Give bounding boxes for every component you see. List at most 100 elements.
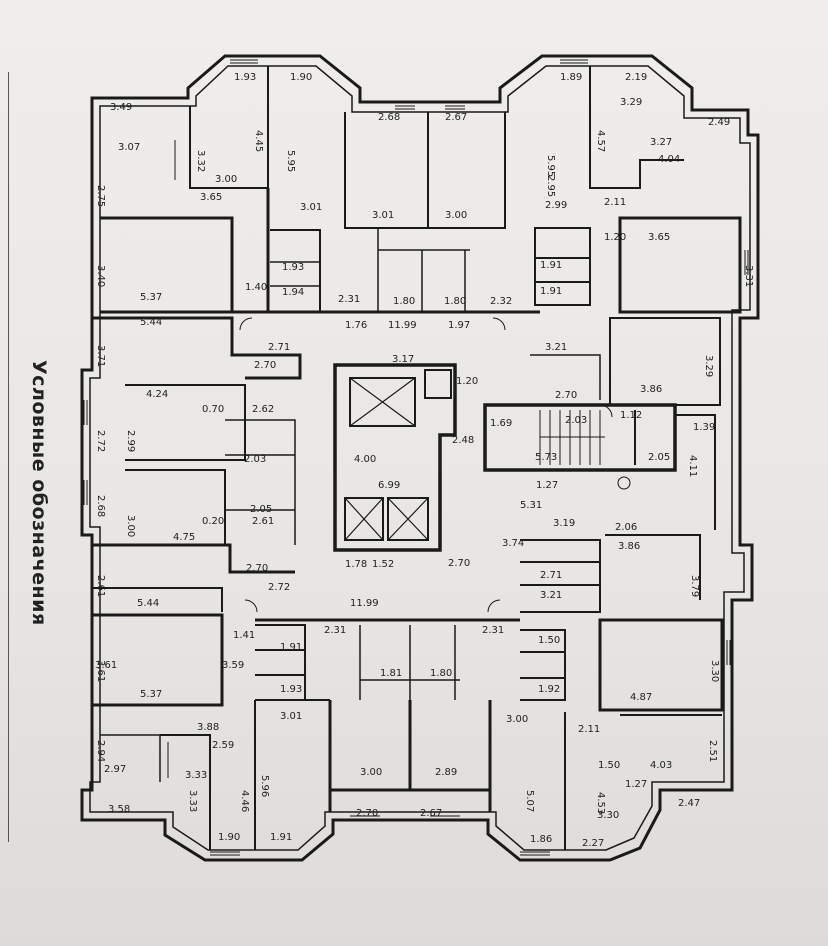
- dimension-label: 3.00: [360, 767, 382, 778]
- dimension-label: 1.20: [456, 376, 478, 387]
- dimension-label: 3.32: [195, 150, 206, 172]
- dimension-label: 3.19: [553, 518, 575, 529]
- dimension-label: 1.90: [218, 832, 240, 843]
- dimension-label: 2.70: [246, 563, 268, 574]
- stairwell: [483, 403, 677, 472]
- dimension-label: 3.49: [110, 102, 132, 113]
- dimension-label: 4.45: [253, 130, 264, 152]
- dimension-label: 4.24: [146, 389, 168, 400]
- dimension-label: 1.27: [625, 779, 647, 790]
- dimension-label: 1.86: [530, 834, 552, 845]
- dimension-label: 3.27: [650, 137, 672, 148]
- dimension-label: 3.01: [280, 711, 302, 722]
- dimension-label: 5.95: [285, 150, 296, 172]
- dimension-label: 5.07: [524, 790, 535, 812]
- dimension-label: 2.31: [482, 625, 504, 636]
- dimension-label: 2.68: [378, 112, 400, 123]
- dimension-label: 2.59: [212, 740, 234, 751]
- wall: [520, 629, 566, 701]
- dimension-label: 3.07: [118, 142, 140, 153]
- elevator-core: [333, 363, 457, 552]
- dimension-label: 1.93: [280, 684, 302, 695]
- dimension-label: 2.03: [565, 415, 587, 426]
- dimension-label: 5.37: [140, 292, 162, 303]
- dimension-label: 2.11: [578, 724, 600, 735]
- dimension-label: 2.49: [708, 117, 730, 128]
- dimension-label: 2.71: [540, 570, 562, 581]
- dimension-label: 3.00: [125, 515, 136, 537]
- dimension-label: 6.99: [378, 480, 400, 491]
- wall: [92, 587, 223, 612]
- dimension-label: 2.06: [615, 522, 637, 533]
- windows: [83, 59, 749, 856]
- dimension-label: 3.88: [197, 722, 219, 733]
- dimension-label: 1.52: [372, 559, 394, 570]
- wall: [92, 543, 295, 574]
- dimension-label: 3.31: [743, 265, 754, 287]
- wall: [609, 317, 721, 406]
- dimension-label: 2.31: [338, 294, 360, 305]
- dimension-label: 3.71: [95, 345, 106, 367]
- dimension-label: 3.59: [222, 660, 244, 671]
- dimension-label: 4.00: [354, 454, 376, 465]
- dimension-label: 4.53: [595, 792, 606, 814]
- dimension-label: 2.03: [244, 454, 266, 465]
- dimension-label: 2.47: [678, 798, 700, 809]
- dimension-label: 3.17: [392, 354, 414, 365]
- dimension-label: 5.95: [545, 155, 556, 177]
- dimension-label: 3.86: [640, 384, 662, 395]
- wall: [254, 699, 330, 850]
- dimension-label: 1.80: [393, 296, 415, 307]
- dimension-label: 0.70: [202, 404, 224, 415]
- dimension-label: 2.70: [448, 558, 470, 569]
- dimension-label: 3.40: [95, 265, 106, 287]
- dimension-label: 1.40: [245, 282, 267, 293]
- dimension-label: 1.20: [604, 232, 626, 243]
- dimension-label: 3.61: [95, 660, 106, 682]
- dimension-label: 2.61: [252, 516, 274, 527]
- dimension-label: 4.57: [595, 130, 606, 152]
- dimension-label: 3.29: [620, 97, 642, 108]
- wall: [100, 734, 161, 782]
- dimension-label: 2.95: [545, 175, 556, 197]
- wall: [189, 66, 269, 189]
- legend-title: Условные обозначения: [28, 360, 50, 626]
- wall: [160, 734, 211, 850]
- dimension-label: 2.32: [490, 296, 512, 307]
- dimension-label: 3.65: [648, 232, 670, 243]
- dimension-label: 2.70: [356, 808, 378, 819]
- dimension-label: 4.04: [658, 154, 680, 165]
- dimension-label: 2.70: [254, 360, 276, 371]
- dimension-label: 1.91: [540, 286, 562, 297]
- dimension-label: 1.69: [490, 418, 512, 429]
- elevator-shaft: [344, 497, 384, 541]
- dimension-label: 3.86: [618, 541, 640, 552]
- stair-steps: [539, 410, 605, 465]
- dimension-label: 2.51: [707, 740, 718, 762]
- dimension-label: 3.33: [185, 770, 207, 781]
- dimension-label: 11.99: [350, 598, 379, 609]
- wall: [225, 419, 296, 545]
- dimension-label: 2.72: [268, 582, 290, 593]
- dimension-label: 3.21: [545, 342, 567, 353]
- dimension-label: 3.01: [300, 202, 322, 213]
- dimension-label: 1.91: [280, 642, 302, 653]
- dimension-label: 3.29: [703, 355, 714, 377]
- wall: [634, 410, 716, 530]
- dimension-label: 1.12: [620, 410, 642, 421]
- dimension-label: 1.27: [536, 480, 558, 491]
- dimension-label: 5.44: [140, 317, 162, 328]
- dimension-label: 5.73: [535, 452, 557, 463]
- wall: [530, 354, 601, 400]
- dimension-label: 2.89: [435, 767, 457, 778]
- elevator-shaft: [387, 497, 429, 541]
- wall: [564, 712, 722, 850]
- dimension-label: 1.97: [448, 320, 470, 331]
- dimension-label: 2.48: [452, 435, 474, 446]
- dimension-label: 2.67: [445, 112, 467, 123]
- elevator-shaft-cross: [387, 497, 429, 541]
- dimension-label: 5.31: [520, 500, 542, 511]
- dimension-label: 1.81: [380, 668, 402, 679]
